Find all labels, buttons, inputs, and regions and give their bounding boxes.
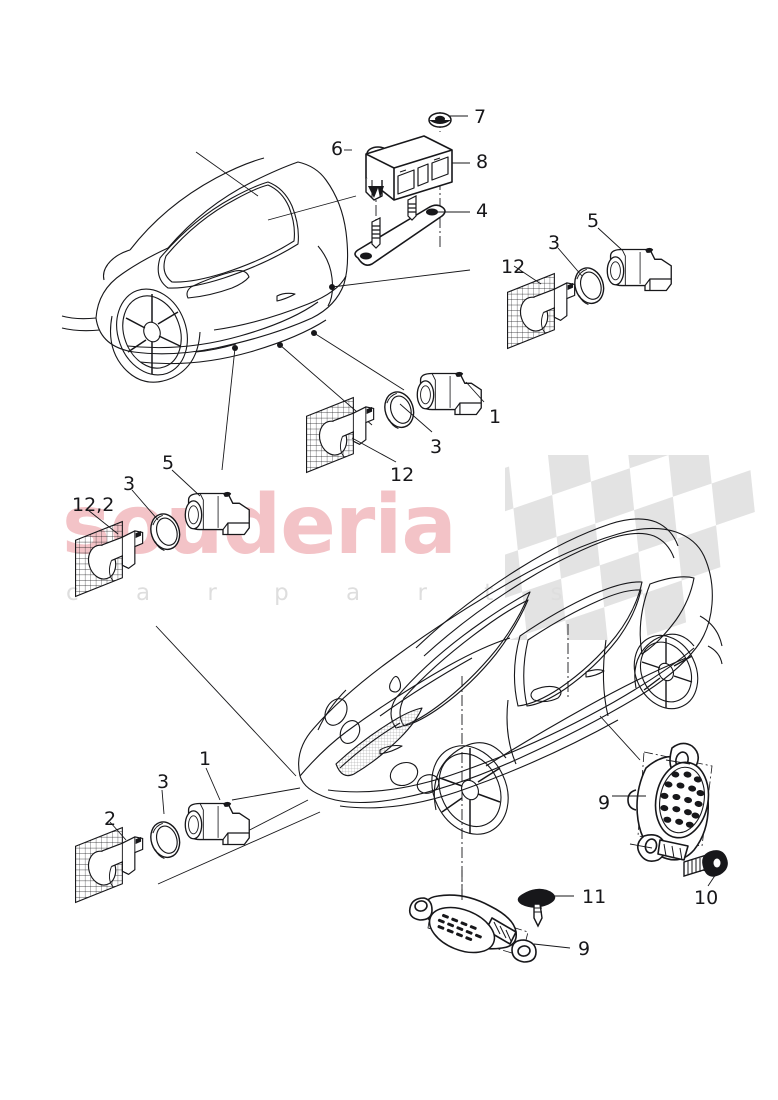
- callout-label-3-tr: 3: [548, 232, 561, 254]
- callout-label-9-r: 9: [598, 792, 611, 814]
- sensor-group-front-left-upper: [74, 469, 250, 598]
- sensor-holder-grille-122: [74, 520, 144, 598]
- callout-label-11: 11: [582, 886, 607, 908]
- callout-label-12-mid: 12: [390, 464, 415, 486]
- callout-label-5-tr: 5: [587, 210, 600, 232]
- bracket-screws: [371, 195, 417, 249]
- loudspeaker-assembly-right: [612, 742, 728, 887]
- sealing-ring-3-bl: [145, 817, 185, 862]
- callout-label-3-bl: 3: [157, 771, 170, 793]
- parking-sensor-5-ml: [184, 491, 250, 536]
- control-unit-assembly: [344, 112, 470, 266]
- sealing-ring-3-mid: [379, 387, 419, 432]
- expanding-rivet-11: [517, 888, 556, 928]
- callout-label-2: 2: [104, 808, 117, 830]
- callout-label-8: 8: [476, 151, 489, 173]
- sensor-holder-grille-2: [74, 826, 144, 904]
- speaker-grille-perforations-bottom: [428, 906, 496, 954]
- sealing-ring-3-ml: [145, 509, 185, 554]
- sealing-ring-3-tr: [569, 263, 609, 308]
- callout-label-5-ml: 5: [162, 452, 175, 474]
- parking-sensor-1-mid: [416, 371, 482, 416]
- callout-label-1-mid: 1: [489, 406, 502, 428]
- vehicle-coupe-front: [298, 518, 723, 835]
- callout-label-3-mid: 3: [430, 436, 443, 458]
- mounting-bracket-4: [354, 204, 446, 266]
- control-unit-8: [365, 135, 453, 201]
- callout-label-7: 7: [474, 106, 487, 128]
- parking-sensor-5-tr: [606, 247, 672, 292]
- callout-label-6: 6: [331, 138, 344, 160]
- sensor-group-rear-mid: [305, 371, 485, 474]
- sensor-holder-grille-12-mid: [305, 396, 375, 474]
- hex-nut-7: [428, 112, 452, 128]
- sensor-group-rear-right: [506, 227, 672, 350]
- loudspeaker-assembly-bottom: [408, 870, 574, 963]
- screw-10: [683, 850, 728, 877]
- sensor-holder-grille-12-tr: [506, 272, 576, 350]
- sensor-group-front-left-lower: [74, 767, 250, 904]
- vehicle-convertible-rear: [61, 157, 349, 383]
- callout-label-4: 4: [476, 200, 489, 222]
- callout-label-10: 10: [694, 887, 719, 909]
- parking-sensor-1-bl: [184, 801, 250, 846]
- coupe-leader-lines: [155, 625, 641, 885]
- speaker-grille-perforations: [654, 761, 710, 839]
- callout-label-12-tr: 12: [501, 256, 526, 278]
- callout-label-122: 12,2: [72, 494, 115, 516]
- callout-label-3-ml: 3: [123, 473, 136, 495]
- callout-label-9-b: 9: [578, 938, 591, 960]
- callout-label-1-bl: 1: [199, 748, 212, 770]
